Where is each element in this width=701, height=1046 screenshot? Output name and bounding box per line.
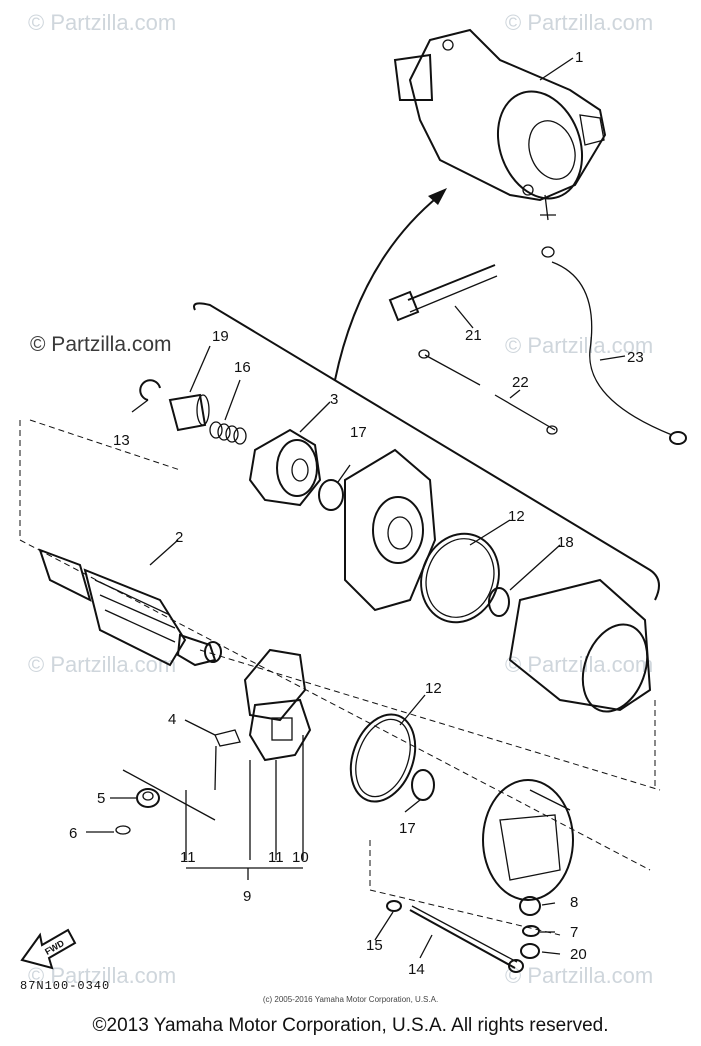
nut-5[interactable] <box>136 788 160 808</box>
callout-19: 19 <box>212 328 229 345</box>
ground-lead-23[interactable] <box>541 246 687 445</box>
o-ring-12-lower[interactable] <box>339 705 426 810</box>
construction-line <box>369 840 561 936</box>
watermark: © Partzilla.com <box>28 10 177 35</box>
bolt-21[interactable] <box>388 264 498 322</box>
watermark: © Partzilla.com <box>505 333 654 358</box>
circlip-13[interactable] <box>139 379 161 401</box>
starter-motor-assembly[interactable] <box>393 28 607 221</box>
callout-20: 20 <box>570 946 587 963</box>
callout-15: 15 <box>366 937 383 954</box>
callout-16: 16 <box>234 359 251 376</box>
washer-15[interactable] <box>386 900 402 912</box>
exploded-group-bracket <box>193 302 660 601</box>
callout-13: 13 <box>113 432 130 449</box>
brush-holder-plate[interactable] <box>214 648 312 791</box>
watermark: © Partzilla.com <box>505 10 654 35</box>
watermark: © Partzilla.com <box>30 333 172 356</box>
front-cover[interactable] <box>344 448 437 612</box>
callout-17: 17 <box>399 820 416 837</box>
through-bolt-14[interactable] <box>409 905 524 973</box>
watermark: © Partzilla.com <box>505 963 654 988</box>
callout-11: 11 <box>180 849 196 866</box>
callout-22: 22 <box>512 374 529 391</box>
callout-4: 4 <box>168 711 176 728</box>
bushing-19[interactable] <box>168 393 210 432</box>
callout-5: 5 <box>97 790 105 807</box>
spring-16[interactable] <box>209 421 247 445</box>
assembly-arrow <box>334 194 441 381</box>
callout-2: 2 <box>175 529 183 546</box>
small-copyright: (c) 2005-2016 Yamaha Motor Corporation, … <box>262 995 439 1004</box>
washer-18[interactable] <box>488 587 510 617</box>
callout-9: 9 <box>243 888 251 905</box>
construction-line <box>199 649 661 791</box>
armature[interactable] <box>38 548 222 667</box>
callout-12: 12 <box>425 680 442 697</box>
rear-cover[interactable] <box>482 779 574 901</box>
callout-11: 11 <box>268 849 284 866</box>
callout-3: 3 <box>330 391 338 408</box>
callout-21: 21 <box>465 327 482 344</box>
footer-copyright: ©2013 Yamaha Motor Corporation, U.S.A. A… <box>92 1015 609 1036</box>
assembly-arrowhead <box>428 188 447 205</box>
callout-10: 10 <box>292 849 309 866</box>
callout-1: 1 <box>575 49 583 66</box>
starter-drive-gear[interactable] <box>248 428 322 507</box>
washer-7[interactable] <box>522 925 540 937</box>
diagram-code: 87N100-0340 <box>20 979 111 993</box>
leader-lines <box>86 57 626 959</box>
washer-6[interactable] <box>115 825 131 835</box>
callout-14: 14 <box>408 961 425 978</box>
callout-7: 7 <box>570 924 578 941</box>
o-ring-12-upper[interactable] <box>409 523 511 634</box>
yoke[interactable] <box>508 578 659 721</box>
lead-22[interactable] <box>418 349 558 435</box>
watermark: © Partzilla.com <box>505 652 654 677</box>
callout-17: 17 <box>350 424 367 441</box>
callout-12: 12 <box>508 508 525 525</box>
callout-18: 18 <box>557 534 574 551</box>
fwd-direction-arrow: FWD <box>20 928 77 970</box>
construction-line <box>19 420 651 871</box>
construction-line <box>29 419 181 471</box>
nut-8[interactable] <box>519 896 541 916</box>
nut-20[interactable] <box>520 943 540 959</box>
callout-23: 23 <box>627 349 644 366</box>
callout-6: 6 <box>69 825 77 842</box>
washer-17-lower[interactable] <box>411 769 435 801</box>
callout-8: 8 <box>570 894 578 911</box>
washer-17-upper[interactable] <box>318 479 344 511</box>
